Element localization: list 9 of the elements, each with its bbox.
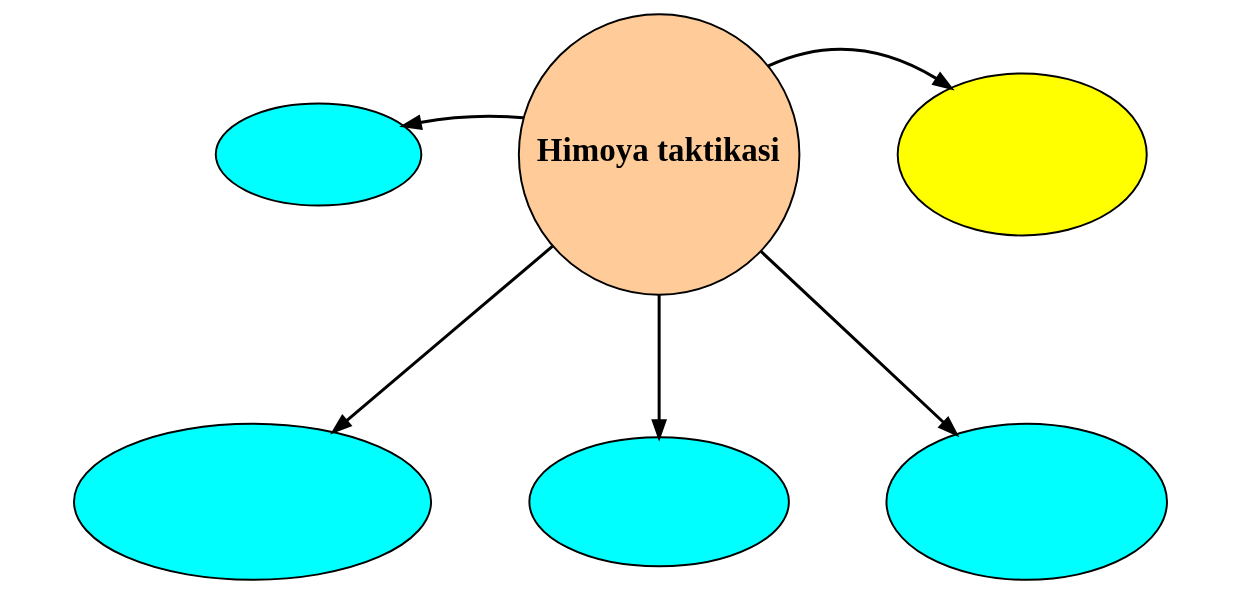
node-ellipse xyxy=(73,422,433,581)
arrow xyxy=(330,245,554,435)
arrow xyxy=(767,47,955,91)
arrow xyxy=(760,250,960,438)
node-circle: Himoya taktikasi xyxy=(517,13,801,296)
node-ellipse xyxy=(885,422,1168,581)
arrow xyxy=(399,114,524,130)
node-ellipse xyxy=(528,436,790,568)
arrow xyxy=(651,295,668,442)
